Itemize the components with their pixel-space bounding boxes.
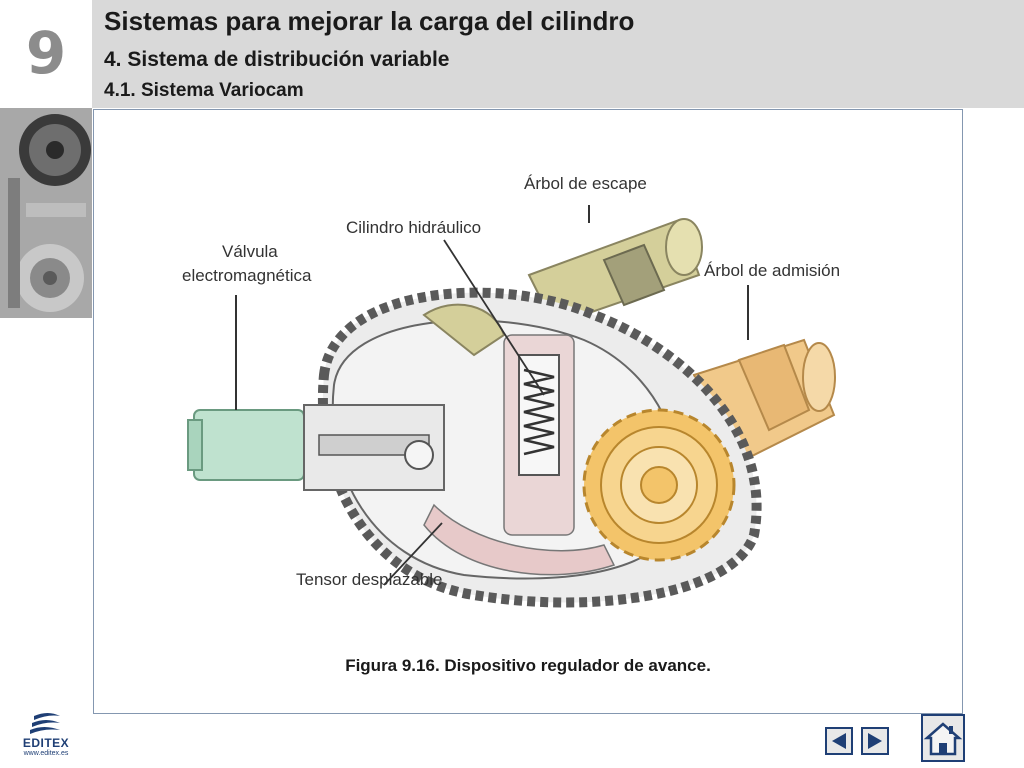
logo-url: www.editex.es bbox=[23, 750, 69, 757]
hydraulic-cylinder bbox=[518, 354, 560, 476]
intake-sprocket bbox=[582, 408, 736, 562]
label-tensioner: Tensor desplazable bbox=[296, 570, 443, 589]
triangle-right-icon bbox=[868, 733, 882, 749]
chapter-thumbnail-image bbox=[0, 108, 92, 318]
editex-logo: EDITEX www.editex.es bbox=[14, 710, 78, 760]
figure-caption: Figura 9.16. Dispositivo regulador de av… bbox=[345, 656, 711, 675]
triangle-left-icon bbox=[832, 733, 846, 749]
next-slide-button[interactable] bbox=[861, 727, 889, 755]
exhaust-camshaft bbox=[527, 218, 703, 327]
label-valve-line1: Válvula bbox=[222, 242, 278, 261]
section-title: 4. Sistema de distribución variable bbox=[104, 48, 450, 71]
editex-logo-icon bbox=[30, 713, 60, 734]
slide-title: Sistemas para mejorar la carga del cilin… bbox=[104, 6, 635, 36]
header-bar bbox=[0, 0, 1024, 108]
previous-slide-button[interactable] bbox=[825, 727, 853, 755]
label-hydraulic-cylinder: Cilindro hidráulico bbox=[346, 218, 482, 237]
content-frame: Árbol de escape Cilindro hidráulico Válv… bbox=[93, 109, 963, 714]
variocam-diagram: Árbol de escape Cilindro hidráulico Válv… bbox=[174, 165, 874, 655]
logo-text: EDITEX bbox=[22, 736, 70, 750]
home-button[interactable] bbox=[921, 714, 965, 762]
house-icon bbox=[923, 722, 963, 756]
electromagnetic-valve bbox=[187, 404, 445, 491]
label-exhaust-camshaft: Árbol de escape bbox=[524, 174, 647, 193]
label-valve-line2: electromagnética bbox=[182, 266, 312, 285]
chapter-box: 9 bbox=[0, 0, 92, 108]
label-intake-camshaft: Árbol de admisión bbox=[704, 261, 841, 280]
subsection-title: 4.1. Sistema Variocam bbox=[104, 80, 304, 101]
chapter-number: 9 bbox=[25, 19, 67, 87]
